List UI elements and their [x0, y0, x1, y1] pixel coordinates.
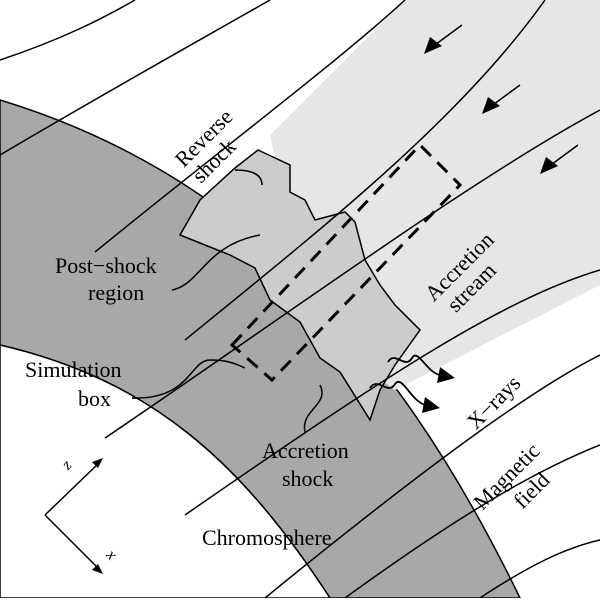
label-xrays: X−rays — [462, 370, 526, 434]
label-post-shock-1: Post−shock — [55, 253, 157, 278]
label-simulation-1: Simulation — [25, 357, 122, 382]
leader-lines — [131, 169, 323, 433]
label-chromosphere: Chromosphere — [202, 525, 332, 550]
label-simulation-2: box — [78, 386, 111, 411]
label-accretion-shock-2: shock — [282, 466, 333, 491]
axes-indicator — [44, 461, 101, 571]
simulation-box-outline — [229, 142, 463, 383]
label-accretion-shock-1: Accretion — [262, 438, 349, 463]
label-post-shock-2: region — [88, 280, 144, 305]
star-interior — [0, 344, 332, 599]
xray-arrows — [369, 354, 441, 406]
post-shock-region — [178, 149, 421, 422]
